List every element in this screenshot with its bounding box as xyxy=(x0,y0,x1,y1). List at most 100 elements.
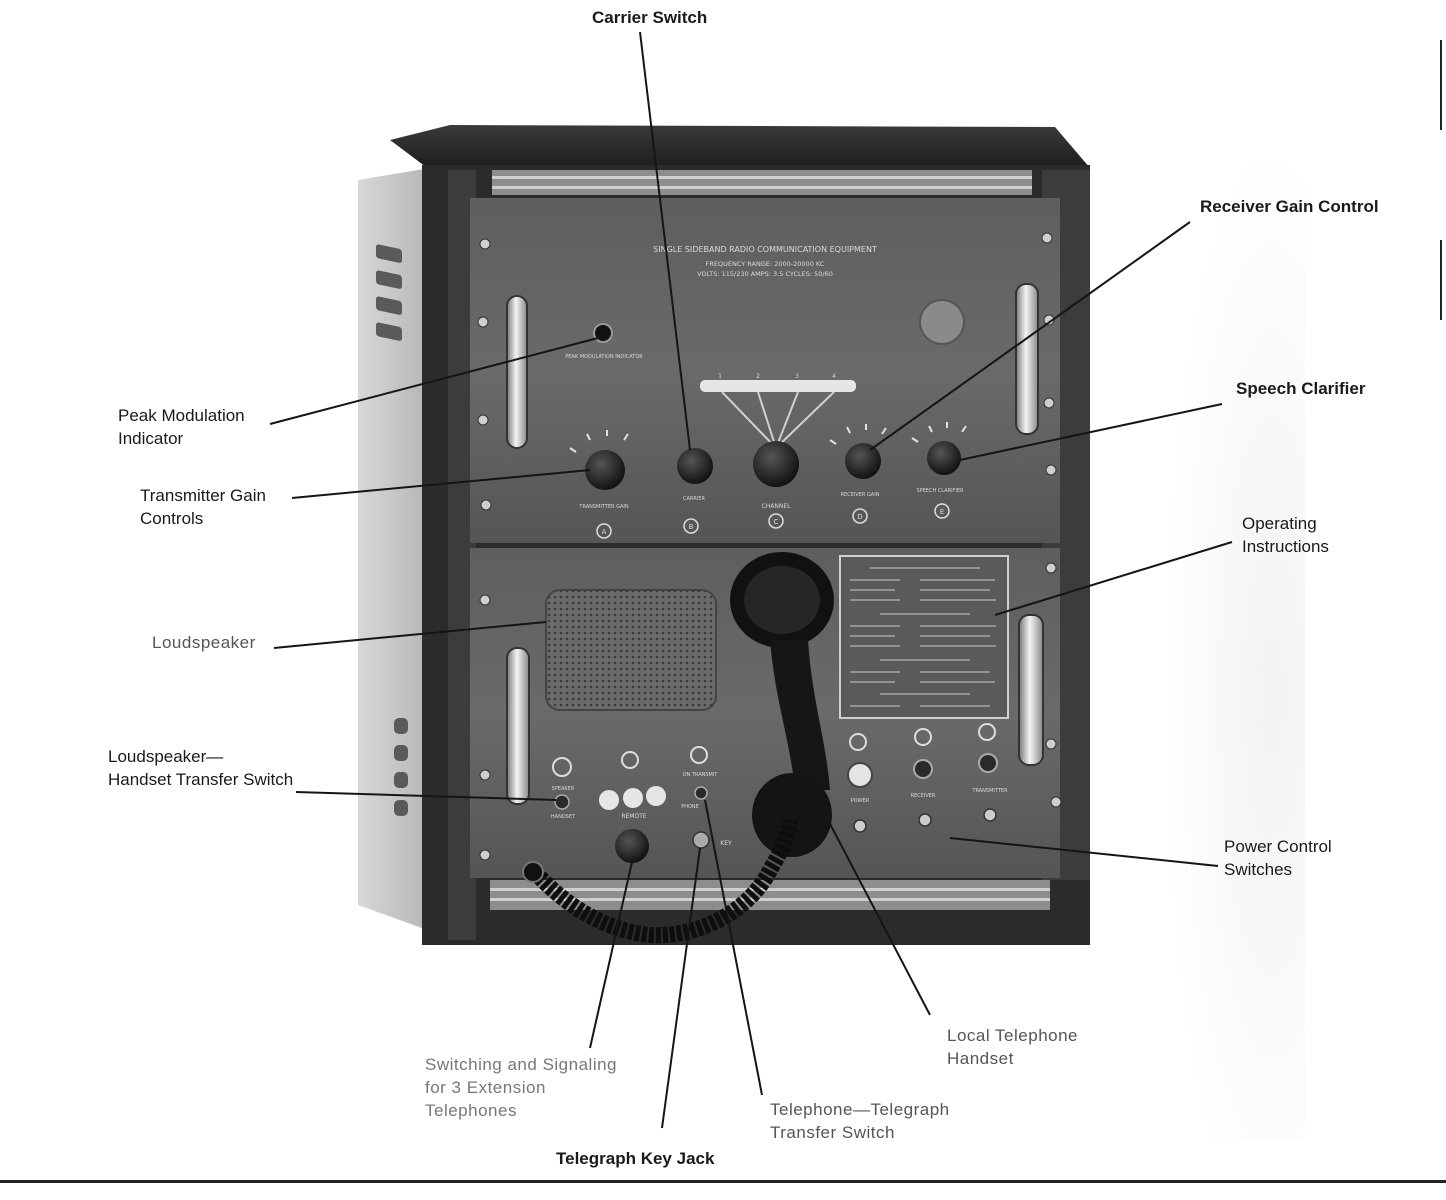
nameplate: SINGLE SIDEBAND RADIO COMMUNICATION EQUI… xyxy=(653,245,877,278)
label-handset-transfer: Loudspeaker— Handset Transfer Switch xyxy=(108,745,293,791)
peak-modulation-lamp xyxy=(593,323,613,343)
label-power-control-line2: Switches xyxy=(1224,860,1293,879)
loudspeaker-grille xyxy=(545,589,717,711)
label-operating-instructions-line2: Instructions xyxy=(1242,537,1329,556)
leader-lines xyxy=(269,31,1233,1129)
label-operating-instructions: Operating Instructions xyxy=(1242,512,1329,558)
handle-upper-left xyxy=(506,295,528,449)
lower-controls: SPEAKER HANDSET REMOTE ON TRANSMIT PHONE… xyxy=(522,723,1008,883)
label-speech-clarifier: Speech Clarifier xyxy=(1236,379,1366,398)
upper-panel xyxy=(470,198,1060,543)
telephone-handset[interactable] xyxy=(730,552,834,857)
channel-indicator-bar xyxy=(700,380,856,392)
handle-upper-right xyxy=(1015,283,1039,435)
phone-marking: PHONE xyxy=(681,804,699,810)
key-marking: KEY xyxy=(720,840,732,847)
page-bottom-rule xyxy=(0,1180,1446,1183)
page-edge-mark-bottom xyxy=(1440,240,1442,320)
label-loudspeaker: Loudspeaker xyxy=(152,633,256,652)
label-receiver-gain-control: Receiver Gain Control xyxy=(1200,197,1379,216)
leader-carrier-switch xyxy=(639,31,691,451)
channel-number-3: 3 xyxy=(795,373,799,380)
remote-marking: REMOTE xyxy=(621,813,647,820)
leader-receiver-gain xyxy=(869,221,1191,451)
speech-clarifier-knob[interactable] xyxy=(927,441,961,475)
dial-ticks xyxy=(569,422,967,453)
transmitter-gain-knob[interactable] xyxy=(585,450,625,490)
telegraph-key-jack[interactable] xyxy=(692,831,710,849)
label-peak-modulation: Peak Modulation Indicator xyxy=(118,404,245,450)
label-peak-modulation-line2: Indicator xyxy=(118,429,184,448)
label-power-control: Power Control Switches xyxy=(1224,835,1332,881)
label-switching-signaling-line3: Telephones xyxy=(425,1101,517,1120)
label-local-handset: Local Telephone Handset xyxy=(947,1024,1078,1070)
peak-indicator-marking: PEAK MODULATION INDICATOR xyxy=(565,354,643,360)
transmitter-gain-marking: TRANSMITTER GAIN xyxy=(578,504,628,510)
leader-operating-instructions xyxy=(994,541,1233,616)
label-transmitter-gain: Transmitter Gain Controls xyxy=(140,484,266,530)
handle-lower-right xyxy=(1018,614,1044,766)
label-carrier-switch: Carrier Switch xyxy=(592,8,708,27)
transmitter-switch[interactable] xyxy=(978,753,998,773)
remote-button-2[interactable] xyxy=(623,788,643,808)
label-switching-signaling-line1: Switching and Signaling xyxy=(425,1055,618,1074)
label-switching-signaling: Switching and Signaling for 3 Extension … xyxy=(425,1053,617,1122)
dial-letter-b: B xyxy=(689,523,694,531)
channel-number-1: 1 xyxy=(718,373,722,380)
speech-clarifier-marking: SPEECH CLARIFIER xyxy=(916,488,964,494)
remote-button-3[interactable] xyxy=(646,786,666,806)
leader-telegraph-transfer xyxy=(704,799,763,1096)
label-local-handset-line1: Local Telephone xyxy=(947,1026,1079,1045)
channel-links xyxy=(721,391,835,449)
leader-loudspeaker xyxy=(273,621,547,649)
channel-marking: CHANNEL xyxy=(762,503,792,510)
leader-power-control xyxy=(949,837,1219,867)
rack-handles xyxy=(506,283,1044,805)
receiver-gain-marking: RECEIVER GAIN xyxy=(841,492,880,498)
label-transmitter-gain-line2: Controls xyxy=(140,509,204,528)
leader-speech-clarifier xyxy=(959,403,1223,461)
dial-letter-badges: A B C D E xyxy=(596,503,950,539)
top-trim xyxy=(492,170,1032,195)
leader-peak-modulation xyxy=(269,337,599,425)
label-telegraph-transfer-line2: Transfer Switch xyxy=(770,1123,895,1142)
power-switch[interactable] xyxy=(847,762,873,788)
label-local-handset-line2: Handset xyxy=(947,1049,1014,1068)
speaker-marking: SPEAKER xyxy=(552,786,575,792)
label-transmitter-gain-line1: Transmitter Gain xyxy=(140,486,266,505)
receiver-switch[interactable] xyxy=(913,759,933,779)
channel-number-2: 2 xyxy=(756,373,760,380)
receiver-gain-knob[interactable] xyxy=(845,443,881,479)
label-telegraph-transfer-line1: Telephone—Telegraph xyxy=(770,1100,950,1119)
telephone-telegraph-switch[interactable] xyxy=(694,786,708,800)
power-marking: POWER xyxy=(851,798,870,804)
remote-button-1[interactable] xyxy=(599,790,619,810)
handset-cord xyxy=(529,819,798,944)
remote-selector-knob[interactable] xyxy=(615,829,649,863)
receiver-marking: RECEIVER xyxy=(911,793,936,799)
channel-number-4: 4 xyxy=(832,373,836,380)
label-switching-signaling-line2: for 3 Extension xyxy=(425,1078,546,1097)
leader-local-handset xyxy=(827,819,931,1016)
upper-knobs xyxy=(585,441,961,490)
carrier-knob[interactable] xyxy=(677,448,713,484)
label-peak-modulation-line1: Peak Modulation xyxy=(118,406,245,425)
carrier-marking: CARRIER xyxy=(683,496,705,502)
nameplate-line3: VOLTS: 115/230 AMPS: 3.5 CYCLES: 50/60 xyxy=(697,270,833,278)
cabinet-top xyxy=(390,125,1090,170)
side-vents xyxy=(376,244,408,816)
channel-knob[interactable] xyxy=(753,441,799,487)
background-shade xyxy=(1090,30,1305,1140)
nameplate-line2: FREQUENCY RANGE: 2000-20000 KC xyxy=(706,260,825,268)
label-handset-transfer-line1: Loudspeaker— xyxy=(108,747,224,766)
meter-window xyxy=(919,299,965,345)
dial-letter-d: D xyxy=(857,513,862,521)
instruction-plate xyxy=(839,555,1009,719)
label-telegraph-key-jack: Telegraph Key Jack xyxy=(556,1149,715,1168)
label-telegraph-transfer: Telephone—Telegraph Transfer Switch xyxy=(770,1098,950,1144)
loudspeaker-handset-switch[interactable] xyxy=(554,794,570,810)
leader-telegraph-key-jack xyxy=(661,847,701,1129)
label-operating-instructions-line1: Operating xyxy=(1242,514,1317,533)
label-handset-transfer-line2: Handset Transfer Switch xyxy=(108,770,294,789)
